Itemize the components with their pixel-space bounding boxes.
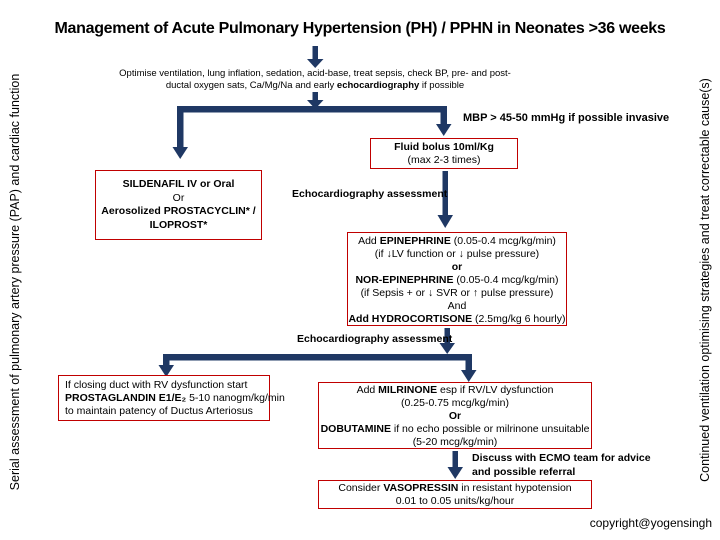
page-title: Management of Acute Pulmonary Hypertensi…	[54, 20, 666, 37]
split-bar-2	[163, 354, 472, 361]
vasopressin-box: Consider VASOPRESSIN in resistant hypote…	[318, 480, 592, 509]
milrinone-box: Add MILRINONE esp if RV/LV dysfunction(0…	[318, 382, 592, 449]
split-bar-1	[177, 106, 447, 113]
ecmo-annotation: Discuss with ECMO team for advice and po…	[472, 452, 651, 478]
copyright-text: copyright@yogensingh	[589, 516, 712, 530]
mbp-annotation: MBP > 45-50 mmHg if possible invasive	[463, 112, 670, 124]
echo-assessment-label-1: Echocardiography assessment	[292, 188, 448, 200]
arrow-title-to-intro	[307, 46, 324, 68]
prostaglandin-box: If closing duct with RV dysfunction star…	[58, 375, 285, 421]
fluid-bolus-box: Fluid bolus 10ml/Kg(max 2-3 times)	[370, 138, 518, 169]
arrow-intro-to-split-1	[307, 92, 324, 109]
arrow-split2-to-prostaglandin	[158, 354, 174, 377]
arrow-epinephrine-to-split-2	[439, 328, 455, 354]
epinephrine-box: Add EPINEPHRINE (0.05-0.4 mcg/kg/min)(if…	[347, 232, 567, 326]
arrow-milrinone-to-vasopressin	[447, 451, 463, 479]
echo-assessment-label-2: Echocardiography assessment	[297, 333, 453, 345]
left-side-label: Serial assessment of pulmonary artery pr…	[8, 73, 22, 491]
arrow-split1-to-sildenafil	[172, 106, 188, 159]
arrow-fluid-to-epinephrine	[437, 171, 453, 228]
arrow-split2-to-milrinone	[461, 354, 477, 382]
arrow-split1-to-fluid-bolus	[436, 106, 452, 136]
right-side-label: Continued ventilation optimising strateg…	[698, 78, 712, 482]
intro-instructions: Optimise ventilation, lung inflation, se…	[119, 68, 511, 91]
